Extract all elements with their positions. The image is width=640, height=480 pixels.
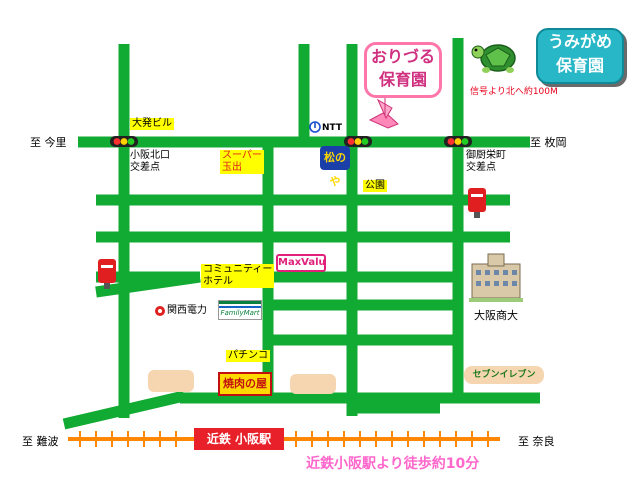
landmark-maxvalu: MaxValu xyxy=(276,254,326,272)
orizuru-nursery-bubble: おりづる 保育園 xyxy=(364,42,442,98)
familymart-label: FamilyMart xyxy=(220,309,260,317)
walk-time-note: 近鉄小阪駅より徒歩約10分 xyxy=(306,456,480,472)
ntt-logo-icon xyxy=(309,121,321,133)
direction-east-top: 至 枚岡 xyxy=(530,136,567,149)
postbox-icon xyxy=(98,259,116,289)
landmark-matsunoya: 松のや xyxy=(320,146,350,188)
landmark-seven-eleven: セブンイレブン xyxy=(464,366,544,384)
direction-east-bottom: 至 奈良 xyxy=(518,435,555,448)
direction-west-top: 至 今里 xyxy=(30,136,67,149)
landmark-community-hotel: コミュニティー ホテル xyxy=(201,264,275,288)
landmark-kansai-electric: 関西電力 xyxy=(167,305,207,316)
umigame-line2: 保育園 xyxy=(555,56,604,75)
kepco-logo-icon xyxy=(155,306,165,316)
landmark-taihatsu: 大発ビル xyxy=(130,118,174,130)
traffic-light-icon xyxy=(444,136,472,147)
landmark-ntt: NTT xyxy=(322,123,343,133)
building-icon xyxy=(469,253,523,302)
traffic-light-icon xyxy=(344,136,372,147)
umigame-nursery-bubble: うみがめ 保育園 xyxy=(536,28,624,84)
paper-crane-icon xyxy=(368,96,399,129)
landmark-super-tamade: スーパー 玉出 xyxy=(220,150,264,174)
direction-west-bottom: 至 難波 xyxy=(22,435,59,448)
intersection-mikuriya-sakae: 御厨栄町 交差点 xyxy=(466,150,506,173)
landmark-osaka-shodai: 大阪商大 xyxy=(474,309,518,322)
orizuru-line2: 保育園 xyxy=(378,70,427,89)
station-kosaka: 近鉄 小阪駅 xyxy=(194,428,284,450)
blank-lot xyxy=(148,370,194,392)
landmark-park: 公園 xyxy=(363,180,387,192)
road-diag-w xyxy=(95,271,201,298)
landmark-pachinko: パチンコ xyxy=(226,350,270,362)
intersection-kosaka-kitaguchi: 小阪北口 交差点 xyxy=(130,150,170,173)
traffic-light-icon xyxy=(110,136,138,147)
blank-lot xyxy=(290,374,336,394)
umigame-line1: うみがめ xyxy=(547,32,612,51)
turtle-icon xyxy=(471,44,516,73)
landmark-yakiniku: 焼肉の屋 xyxy=(218,372,272,396)
railway xyxy=(68,431,500,447)
road-diag-sw xyxy=(62,390,186,430)
landmark-familymart: FamilyMart xyxy=(218,300,262,320)
umigame-direction-note: 信号より北へ約100M xyxy=(470,87,558,97)
postbox-icon xyxy=(468,188,486,218)
orizuru-line1: おりづる xyxy=(370,47,435,66)
